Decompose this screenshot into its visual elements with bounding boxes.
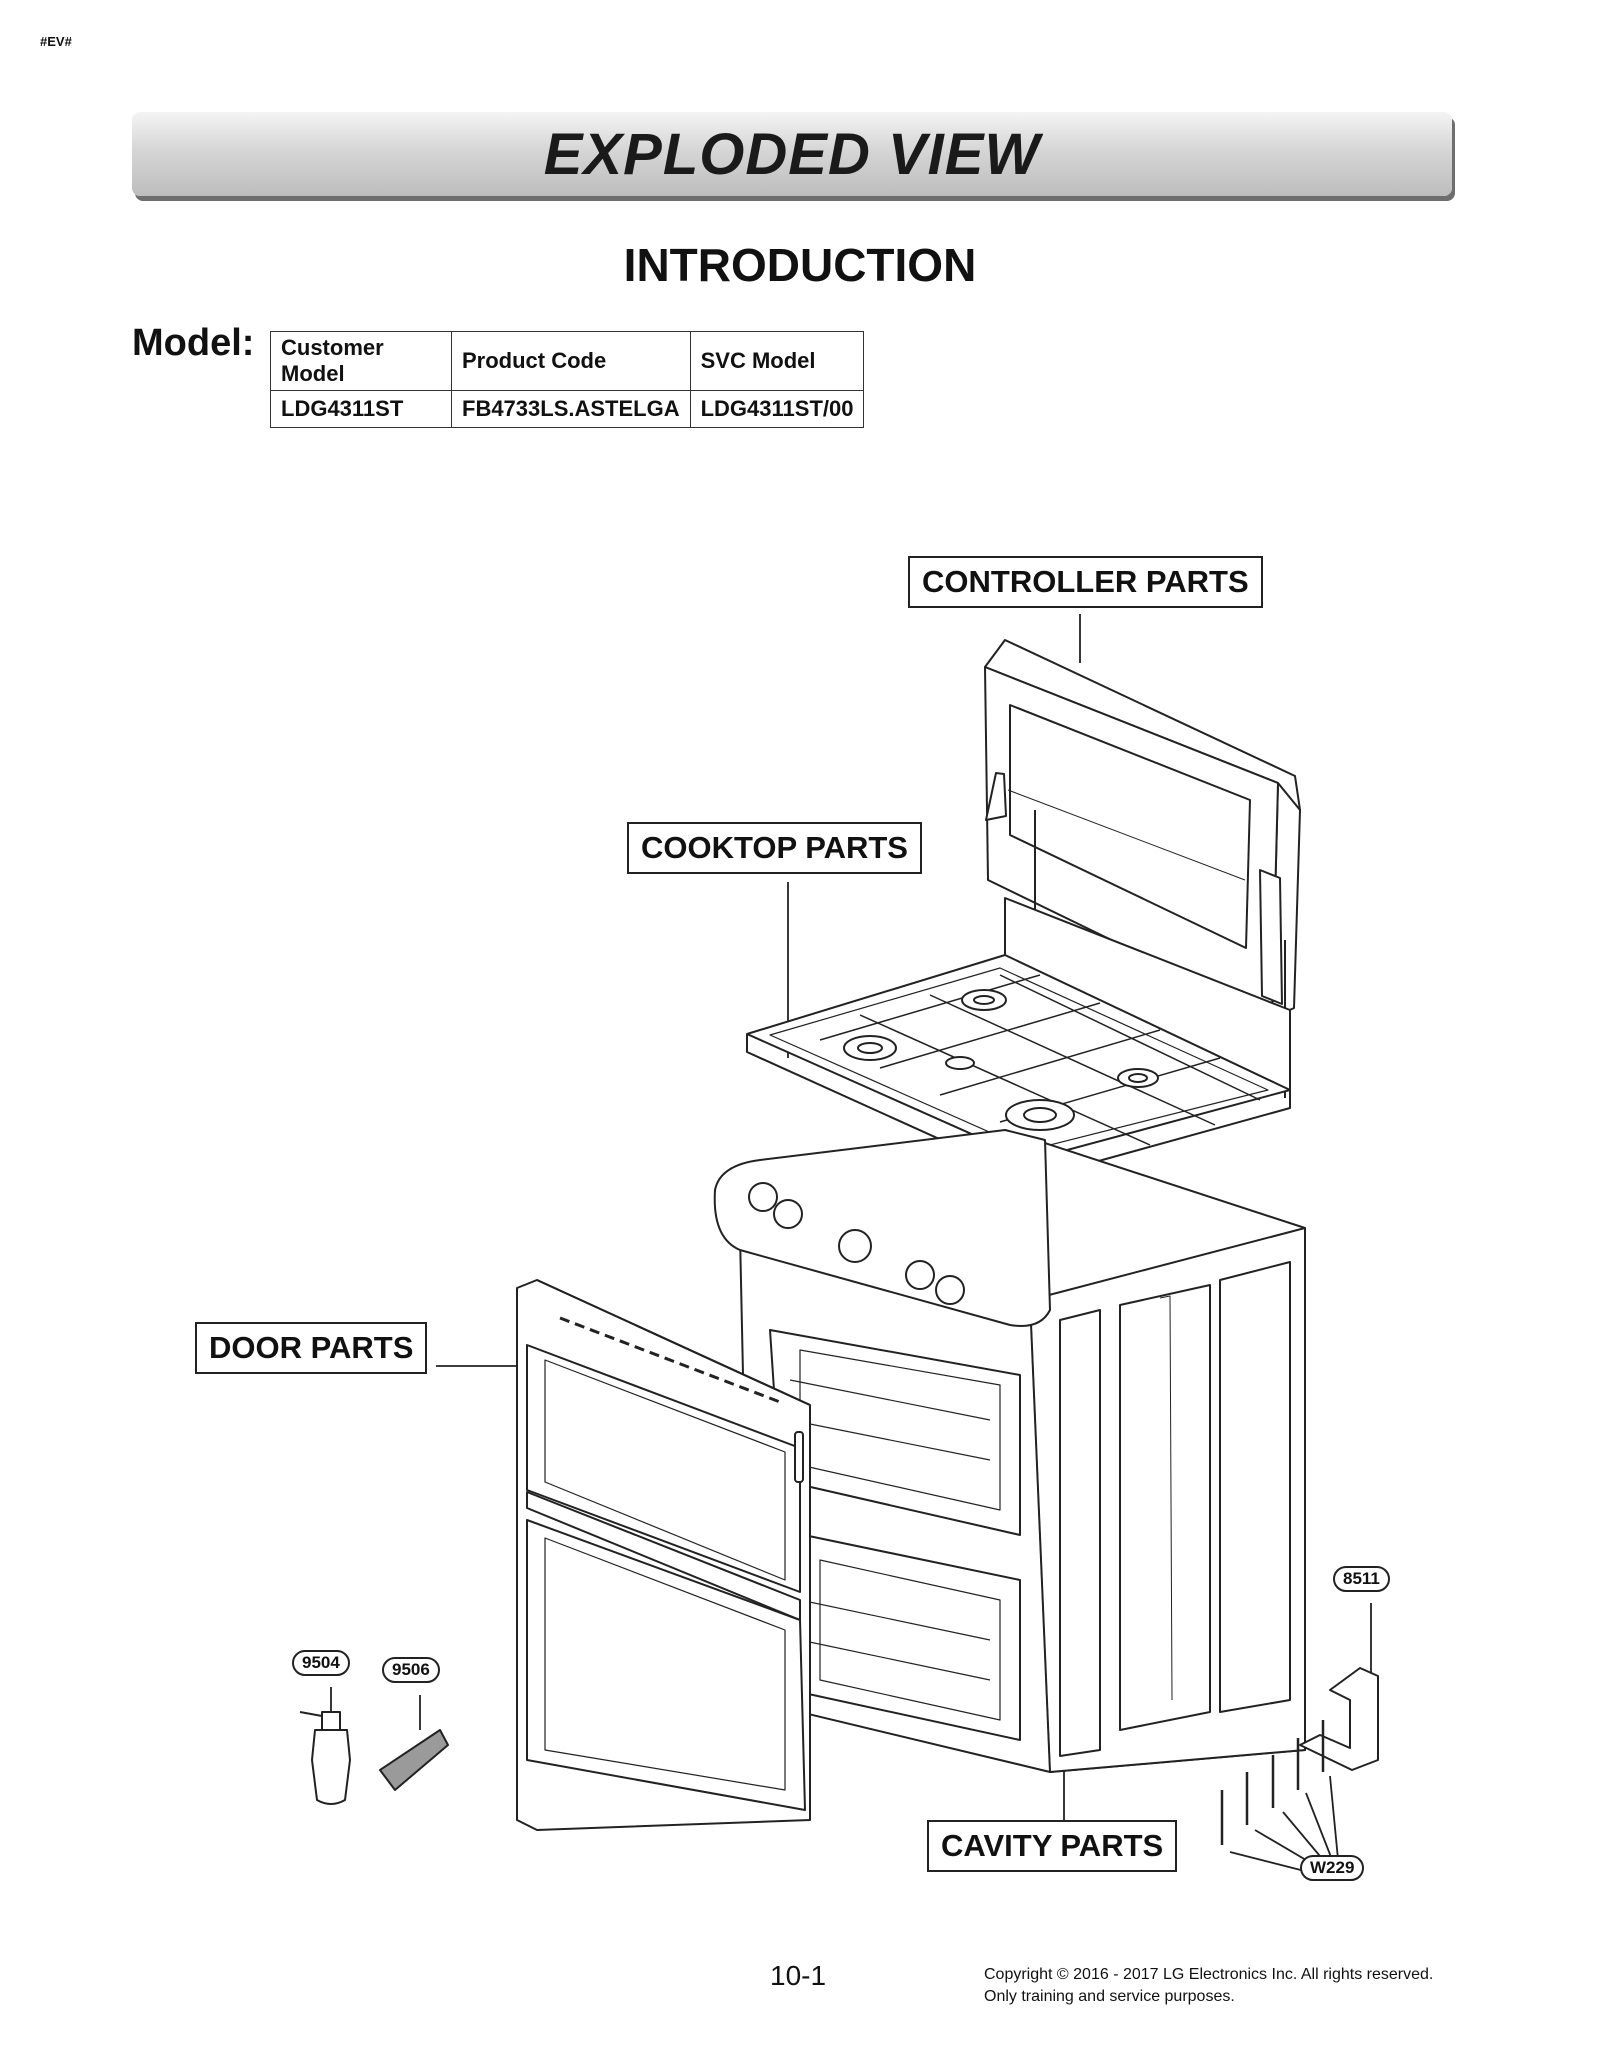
copyright-line-2: Only training and service purposes. bbox=[984, 1988, 1235, 2005]
leader-lines bbox=[330, 614, 1372, 1881]
part-callout-8511[interactable]: 8511 bbox=[1333, 1566, 1390, 1592]
copyright-notice: Copyright © 2016 - 2017 LG Electronics I… bbox=[984, 1964, 1433, 2008]
model-table-row: LDG4311ST FB4733LS.ASTELGA LDG4311ST/00 bbox=[270, 390, 865, 428]
banner-title: EXPLODED VIEW bbox=[543, 121, 1041, 187]
header-svc-model: SVC Model bbox=[689, 331, 865, 391]
section-title: INTRODUCTION bbox=[623, 239, 977, 291]
anti-tip-bracket-drawing bbox=[1299, 1667, 1379, 1771]
screws-drawing bbox=[1220, 1720, 1325, 1845]
door-drawing bbox=[516, 1279, 811, 1831]
door-parts-label[interactable]: DOOR PARTS bbox=[195, 1322, 428, 1374]
cavity-parts-label[interactable]: CAVITY PARTS bbox=[927, 1820, 1178, 1872]
header-product-code: Product Code bbox=[451, 331, 691, 391]
controller-panel-drawing bbox=[984, 639, 1301, 1098]
cell-product-code: FB4733LS.ASTELGA bbox=[451, 390, 691, 428]
model-table-header-row: Customer Model Product Code SVC Model bbox=[270, 331, 865, 391]
part-callout-9504[interactable]: 9504 bbox=[292, 1650, 350, 1676]
accessories-drawing bbox=[299, 1711, 449, 1805]
controller-parts-label[interactable]: CONTROLLER PARTS bbox=[908, 556, 1263, 608]
cell-customer-model: LDG4311ST bbox=[270, 390, 452, 428]
model-label: Model: bbox=[132, 322, 255, 364]
cooktop-parts-label[interactable]: COOKTOP PARTS bbox=[627, 822, 922, 874]
cell-svc-model: LDG4311ST/00 bbox=[689, 390, 865, 428]
title-banner: EXPLODED VIEW bbox=[132, 112, 1452, 196]
model-table: Customer Model Product Code SVC Model LD… bbox=[270, 331, 865, 428]
copyright-line-1: Copyright © 2016 - 2017 LG Electronics I… bbox=[984, 1966, 1434, 1983]
page-number: 10-1 bbox=[770, 1960, 827, 1991]
part-callout-9506[interactable]: 9506 bbox=[382, 1657, 440, 1683]
part-callout-w229[interactable]: W229 bbox=[1300, 1855, 1365, 1881]
header-tag: #EV# bbox=[40, 34, 72, 49]
cooktop-drawing bbox=[746, 897, 1291, 1181]
header-customer-model: Customer Model bbox=[270, 331, 452, 391]
